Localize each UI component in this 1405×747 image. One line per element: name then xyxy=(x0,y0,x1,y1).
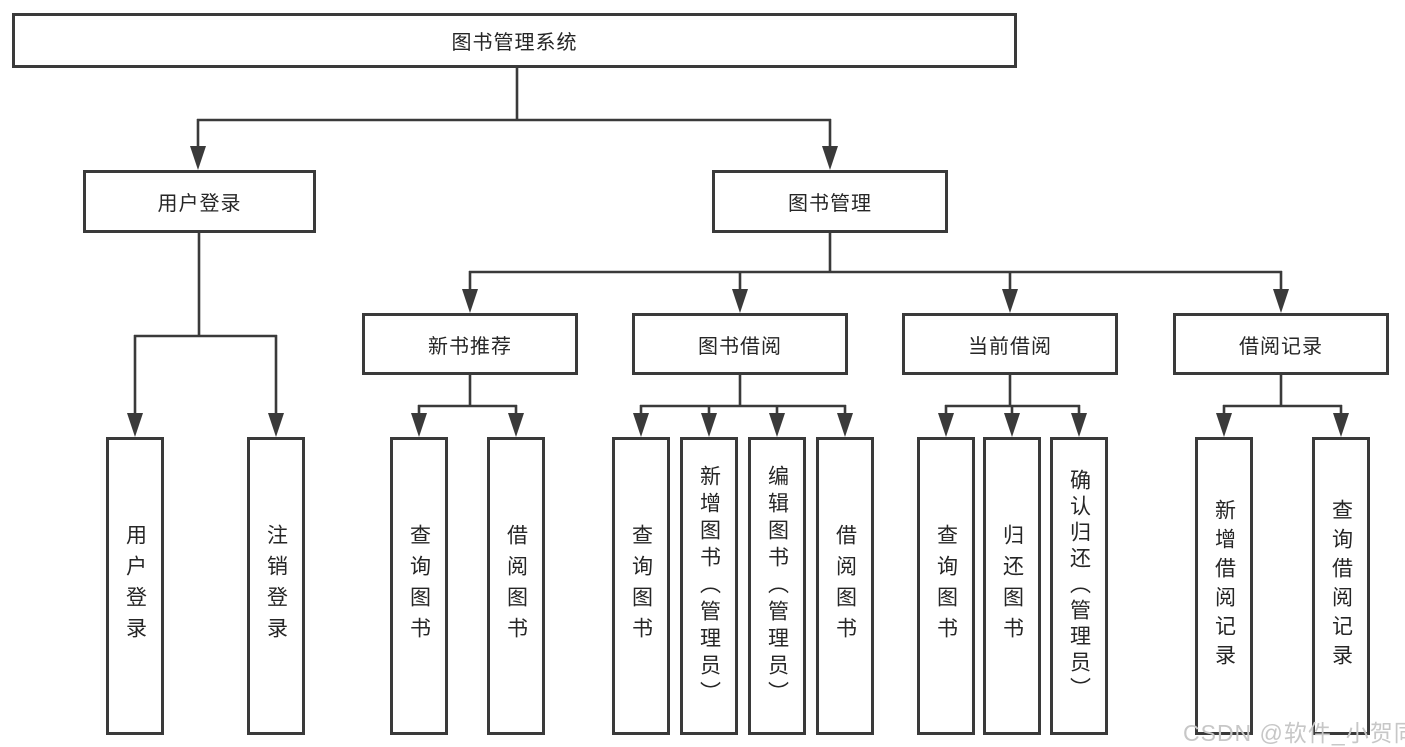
node-current-borrow: 当前借阅 xyxy=(902,313,1118,375)
connector-current-borrow-to-leaves xyxy=(938,375,1087,437)
arrow-icon xyxy=(127,413,143,437)
leaf-edit-book-admin: 编辑图书（管理员） xyxy=(748,437,806,735)
leaf-add-book-admin: 新增图书（管理员） xyxy=(680,437,738,735)
arrow-icon xyxy=(732,289,748,313)
csdn-watermark: CSDN @软件_小贺同学 xyxy=(1183,720,1405,746)
arrow-icon xyxy=(769,413,785,437)
node-new-book-recommend: 新书推荐 xyxy=(362,313,578,375)
arrow-icon xyxy=(837,413,853,437)
arrow-icon xyxy=(633,413,649,437)
arrow-icon xyxy=(938,413,954,437)
leaf-confirm-return-admin: 确认归还（管理员） xyxy=(1050,437,1108,735)
arrow-icon xyxy=(508,413,524,437)
leaf-borrow-book-1: 借阅图书 xyxy=(487,437,545,735)
leaf-logout: 注销登录 xyxy=(247,437,305,735)
arrow-icon xyxy=(411,413,427,437)
arrow-icon xyxy=(1004,413,1020,437)
arrow-icon xyxy=(1216,413,1232,437)
arrow-icon xyxy=(268,413,284,437)
connector-new-book-to-leaves xyxy=(411,375,524,437)
leaf-query-book-3: 查询图书 xyxy=(917,437,975,735)
arrow-icon xyxy=(190,146,206,170)
leaf-query-book-2: 查询图书 xyxy=(612,437,670,735)
node-root-system: 图书管理系统 xyxy=(12,13,1017,68)
connector-borrow-record-to-leaves xyxy=(1216,375,1349,437)
leaf-borrow-book-2: 借阅图书 xyxy=(816,437,874,735)
node-user-login: 用户登录 xyxy=(83,170,316,233)
arrow-icon xyxy=(462,289,478,313)
leaf-query-book-1: 查询图书 xyxy=(390,437,448,735)
arrow-icon xyxy=(1071,413,1087,437)
connector-book-mgmt-to-level3 xyxy=(462,233,1289,313)
arrow-icon xyxy=(1273,289,1289,313)
arrow-icon xyxy=(822,146,838,170)
connector-book-borrow-to-leaves xyxy=(633,375,853,437)
leaf-query-borrow-record: 查询借阅记录 xyxy=(1312,437,1370,735)
leaf-user-login: 用户登录 xyxy=(106,437,164,735)
leaf-add-borrow-record: 新增借阅记录 xyxy=(1195,437,1253,735)
node-book-borrow: 图书借阅 xyxy=(632,313,848,375)
arrow-icon xyxy=(701,413,717,437)
connector-user-login-to-leaves xyxy=(127,233,284,437)
arrow-icon xyxy=(1002,289,1018,313)
arrow-icon xyxy=(1333,413,1349,437)
node-book-management: 图书管理 xyxy=(712,170,948,233)
leaf-return-book: 归还图书 xyxy=(983,437,1041,735)
connector-root-to-level2 xyxy=(190,68,838,170)
node-borrow-record: 借阅记录 xyxy=(1173,313,1389,375)
